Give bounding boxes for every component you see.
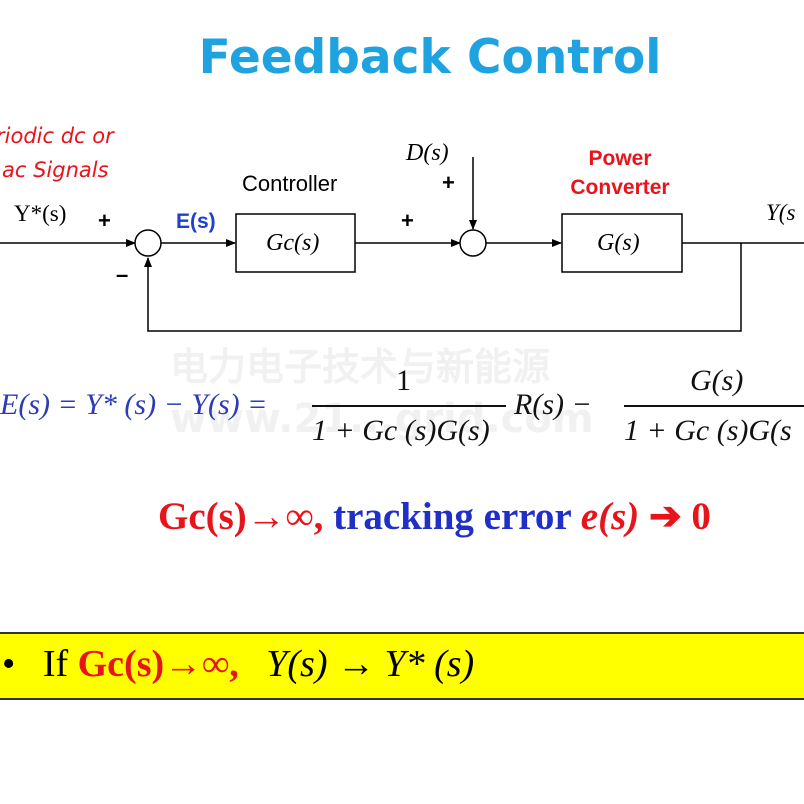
tracking-statement: Gc(s)→∞, tracking error e(s) ➔ 0 xyxy=(158,494,711,539)
equation-frac1-denominator: 1 + Gc (s)G(s) xyxy=(312,414,490,447)
sum1-minus-sign: – xyxy=(116,262,129,287)
banner-condition: Gc(s)→∞, xyxy=(77,643,239,685)
controller-caption: Controller xyxy=(242,171,338,196)
tracking-error-symbol: e(s) xyxy=(580,495,640,538)
equation-frac1-bar xyxy=(312,405,506,407)
feedback-path xyxy=(144,243,742,332)
tracking-label: tracking error xyxy=(333,495,581,538)
slide-title: Feedback Control xyxy=(198,30,662,85)
plant-caption: Power Converter xyxy=(556,144,684,202)
watermark-url: www.21...grid.com xyxy=(170,396,594,442)
sum1-plus-sign: + xyxy=(98,208,111,233)
banner-result: Y(s) → Y* (s) xyxy=(266,643,475,685)
conclusion-text: • If Gc(s)→∞, Y(s) → Y* (s) xyxy=(0,642,474,686)
equation-frac2-denominator: 1 + Gc (s)G(s xyxy=(624,414,792,447)
bullet: • xyxy=(2,643,16,685)
equation-lhs: E(s) = Y* (s) − Y(s) = xyxy=(0,388,268,421)
controller-transfer-function: Gc(s) xyxy=(266,230,320,256)
watermark-text: 电力电子技术与新能源 xyxy=(170,345,551,389)
equation-frac2-numerator: G(s) xyxy=(690,364,744,397)
output-label: Y(s xyxy=(766,200,796,225)
error-label: E(s) xyxy=(176,210,216,233)
tracking-limit: ➔ 0 xyxy=(639,495,711,538)
plant-caption-line2: Converter xyxy=(570,176,670,199)
tracking-condition: Gc(s)→∞, xyxy=(158,495,334,538)
if-keyword: If xyxy=(42,643,78,685)
disturbance-label: D(s) xyxy=(406,140,449,166)
input-note-line1: riodic dc or xyxy=(0,124,114,148)
summing-junction-1 xyxy=(134,229,162,257)
plant-block xyxy=(561,213,683,273)
sum2-plus-sign: + xyxy=(401,208,414,233)
plant-transfer-function: G(s) xyxy=(597,230,640,256)
equation-frac1-numerator: 1 xyxy=(396,364,411,397)
equation-frac2-bar xyxy=(624,405,804,407)
plant-caption-line1: Power xyxy=(588,147,652,170)
summing-junction-2 xyxy=(459,229,487,257)
input-note-line2: ac Signals xyxy=(2,158,109,182)
reference-label: Y*(s) xyxy=(14,201,67,226)
equation-term1: R(s) − xyxy=(514,388,592,421)
conclusion-banner: • If Gc(s)→∞, Y(s) → Y* (s) xyxy=(0,632,804,700)
sum2-top-plus-sign: + xyxy=(442,170,455,195)
